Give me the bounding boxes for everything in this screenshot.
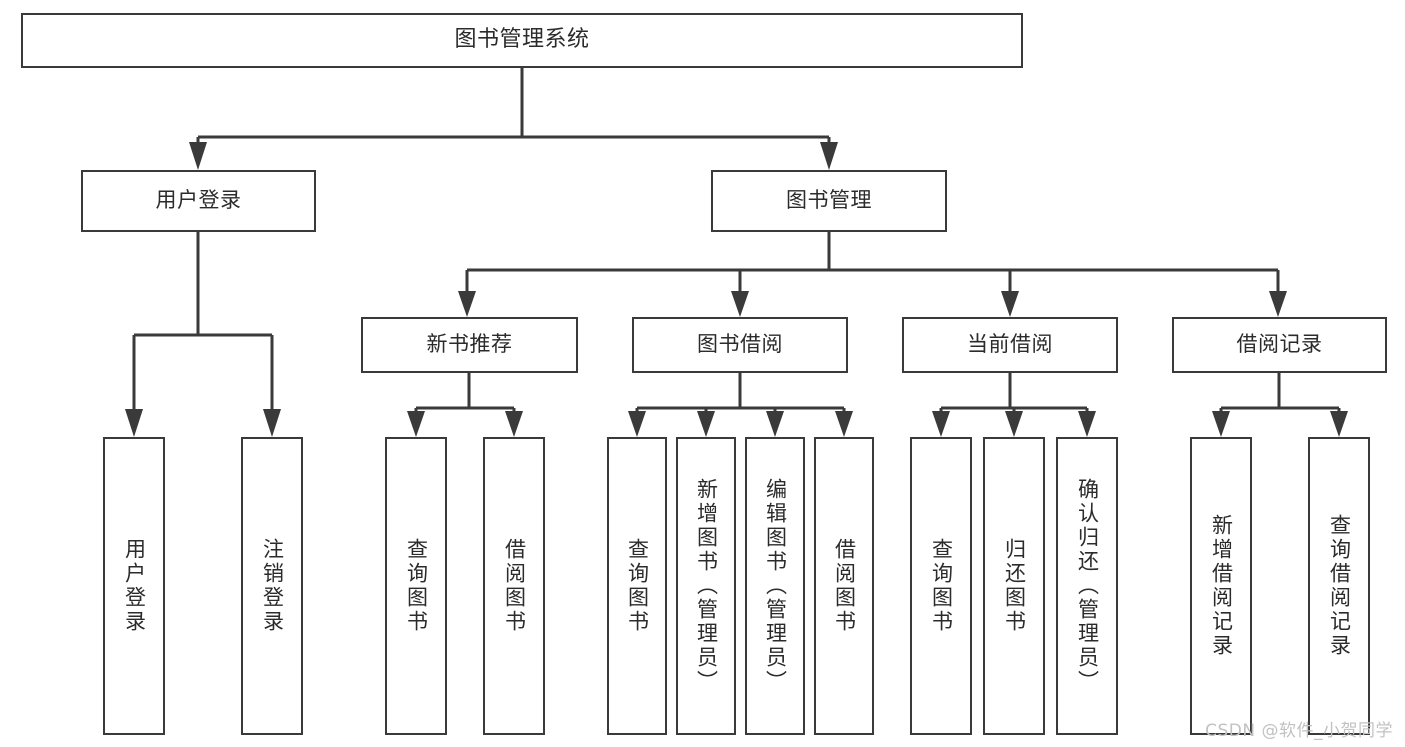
node-leaf-query-book-2-label: 查询图书 [625,538,650,634]
node-new-book-recommend-label: 新书推荐 [426,332,513,357]
arrowhead [1330,411,1348,437]
node-leaf-confirm-return-label: 确认归还（管理员） [1075,478,1100,694]
node-book-manage-label: 图书管理 [786,188,872,213]
node-current-borrow[interactable]: 当前借阅 [902,317,1118,373]
node-leaf-user-logout-label: 注销登录 [260,538,285,634]
node-root[interactable]: 图书管理系统 [21,13,1023,68]
node-current-borrow-label: 当前借阅 [967,332,1053,357]
arrowhead [458,291,476,317]
node-borrow-record[interactable]: 借阅记录 [1172,317,1387,373]
node-user-login-label: 用户登录 [155,188,242,213]
node-book-borrow[interactable]: 图书借阅 [632,317,848,373]
arrowhead [1078,411,1096,437]
arrowhead [731,291,749,317]
node-book-manage[interactable]: 图书管理 [711,170,947,232]
arrowhead [835,411,853,437]
arrowhead [505,411,523,437]
arrowhead [820,142,838,170]
node-leaf-query-book-1-label: 查询图书 [404,538,429,634]
arrowhead [263,409,281,437]
node-leaf-query-book-3-label: 查询图书 [929,538,954,634]
node-leaf-borrow-book-2-label: 借阅图书 [832,538,857,634]
node-leaf-query-record[interactable]: 查询借阅记录 [1308,437,1370,735]
node-borrow-record-label: 借阅记录 [1236,332,1323,357]
arrowhead [1269,291,1287,317]
node-leaf-query-book-3[interactable]: 查询图书 [910,437,972,735]
node-leaf-user-login[interactable]: 用户登录 [103,437,165,735]
node-leaf-query-book-1[interactable]: 查询图书 [385,437,447,735]
node-leaf-return-book-label: 归还图书 [1002,538,1027,634]
node-new-book-recommend[interactable]: 新书推荐 [361,317,578,373]
arrowhead [189,142,207,170]
arrowhead [932,411,950,437]
node-user-login[interactable]: 用户登录 [81,170,316,232]
arrowhead [125,409,143,437]
node-book-borrow-label: 图书借阅 [697,332,783,357]
node-leaf-add-book[interactable]: 新增图书（管理员） [676,437,736,735]
node-leaf-add-record[interactable]: 新增借阅记录 [1190,437,1252,735]
arrowhead [407,411,425,437]
node-leaf-return-book[interactable]: 归还图书 [983,437,1045,735]
arrowhead [1212,411,1230,437]
node-leaf-edit-book-label: 编辑图书（管理员） [763,478,788,694]
arrowhead [766,411,784,437]
node-leaf-add-book-label: 新增图书（管理员） [694,478,719,694]
node-leaf-edit-book[interactable]: 编辑图书（管理员） [745,437,805,735]
node-leaf-borrow-book-1[interactable]: 借阅图书 [483,437,545,735]
arrowhead [628,411,646,437]
node-leaf-user-logout[interactable]: 注销登录 [241,437,303,735]
node-leaf-query-book-2[interactable]: 查询图书 [607,437,667,735]
node-leaf-borrow-book-1-label: 借阅图书 [502,538,527,634]
node-leaf-user-login-label: 用户登录 [122,538,147,634]
node-leaf-confirm-return[interactable]: 确认归还（管理员） [1056,437,1118,735]
node-root-label: 图书管理系统 [454,27,590,53]
arrowhead [1005,411,1023,437]
node-leaf-borrow-book-2[interactable]: 借阅图书 [814,437,874,735]
arrowhead [697,411,715,437]
node-leaf-query-record-label: 查询借阅记录 [1327,514,1352,658]
node-leaf-add-record-label: 新增借阅记录 [1209,514,1234,658]
arrowhead [1001,291,1019,317]
